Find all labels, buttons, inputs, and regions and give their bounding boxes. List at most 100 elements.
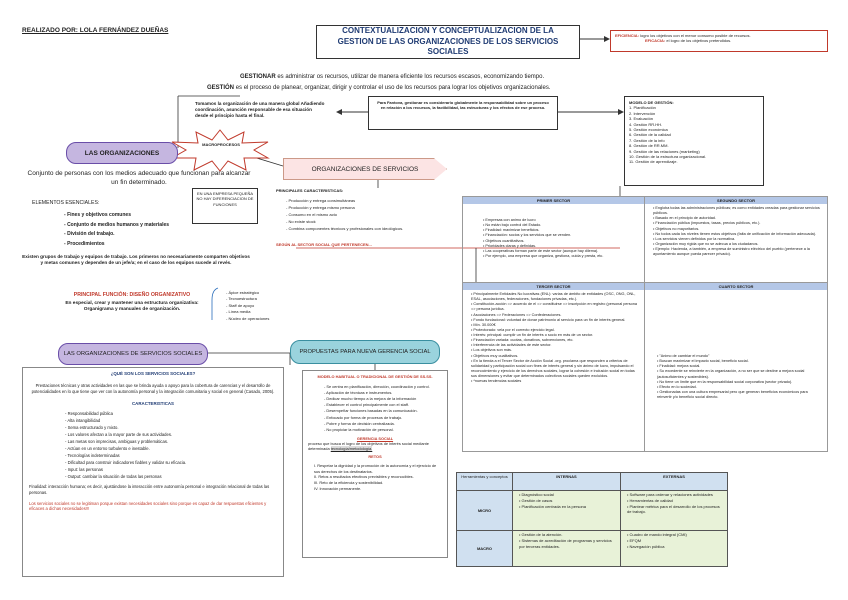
list-item: 9. Gestión de las relaciones (marketing) xyxy=(629,148,700,154)
list-item: Mín. 30.000€ xyxy=(471,323,640,328)
author: REALIZADO POR: LOLA FERNÁNDEZ DUEÑAS xyxy=(22,27,169,34)
segundo-sector-cell: SEGUNDO SECTOR Engloba todas las adminis… xyxy=(645,197,827,283)
internas-header: INTERNAS xyxy=(512,472,621,491)
fantova-box: Para Fantova, gestionar es considerarlo … xyxy=(368,96,558,130)
segundo-sector-list: Engloba todas las administraciones públi… xyxy=(645,204,827,257)
list-item: Gestión de la atención. xyxy=(519,532,618,538)
list-item: Herramientas de calidad xyxy=(627,498,725,504)
eficacia-label: EFICACIA: xyxy=(645,38,666,44)
las-organizaciones-pill: LAS ORGANIZACIONES xyxy=(66,142,178,164)
list-item: Se centra en planificación, dirección, c… xyxy=(324,384,442,390)
list-item: Por ejemplo, una empresa que organiza, g… xyxy=(483,254,640,259)
list-item: Desempeñar funciones basadas en la comun… xyxy=(324,408,442,414)
conjunto-text: Conjunto de personas con los medios adec… xyxy=(27,170,251,186)
list-item: Interés: principal: cumplir un fin de in… xyxy=(471,333,640,338)
list-item: No tiene un límite que en la responsabil… xyxy=(657,380,823,385)
modelo-tradicional-box: MODELO HABITUAL O TRADICIONAL DE GESTIÓN… xyxy=(302,370,448,558)
list-item: Núcleo de operaciones xyxy=(226,316,269,322)
macro-externas-list: Cuadro de mando integral (CMI)EFQMNavega… xyxy=(623,532,725,549)
org-servicios-sociales-pill: LAS ORGANIZACIONES DE SERVICIOS SOCIALES xyxy=(58,343,208,365)
list-item: No todos cada los niveles tienen estos o… xyxy=(653,232,823,237)
list-item: Engloba todas las administraciones públi… xyxy=(653,206,823,216)
list-item: Buscan maximizar el impacto social, bene… xyxy=(657,359,823,364)
arrow-right-icon xyxy=(580,36,610,42)
list-item: Pobre y forma de decisión centralizada. xyxy=(324,421,442,427)
primer-sector-list: Empresas con animo de lucroNo están bajo… xyxy=(463,204,644,259)
list-item: Organización muy rígida que no se adecua… xyxy=(653,242,823,247)
list-item: Sema estructurado y mixto. xyxy=(65,425,277,432)
list-item: Alta intangibilidad xyxy=(65,418,277,425)
gerencia-text: proceso que busca el logro de los objeti… xyxy=(308,440,429,452)
list-item: Los valores afectan a la mayor parte de … xyxy=(65,432,277,439)
list-item: Producción y entrega mismo persona xyxy=(286,204,476,211)
tercer-sector-cell: TERCER SECTOR Principalmente Entidades N… xyxy=(463,283,645,451)
cuarto-sector-list: "Animo de cambiar el mundo"Buscan maximi… xyxy=(645,290,827,400)
list-item: Producción y entrega consimultáneas xyxy=(286,197,476,204)
gestionar-line: GESTIONAR es administrar os recursos, ut… xyxy=(240,74,660,80)
list-item: 3. Evaluación xyxy=(629,116,654,122)
apice-list: Ápice estratégicoTecnoestructuraStaff de… xyxy=(226,290,269,322)
gestionar-text: es administrar os recursos, utilizar de … xyxy=(277,74,545,80)
list-item: Constitución-acción => acuerdo de el => … xyxy=(471,302,640,312)
macro-label: MACRO xyxy=(456,530,513,567)
micro-label: MICRO xyxy=(456,490,513,531)
funcion-section: PRINCIPAL FUNCIÓN: DISEÑO ORGANIZATIVO E… xyxy=(52,292,212,314)
list-item: III. Reto de la eficiencia y sostenibili… xyxy=(314,480,384,486)
caracteristicas-list: Responsabilidad públicaAlta intangibilid… xyxy=(29,411,277,480)
list-item: Cuadro de mando integral (CMI) xyxy=(627,532,725,538)
list-item: Fines y objetivos comunes xyxy=(64,211,192,221)
macro-internas-list: Gestión de la atención.Sistemas de acred… xyxy=(515,532,618,549)
list-item: 5. Gestión económica xyxy=(629,126,668,132)
apice-section: Ápice estratégicoTecnoestructuraStaff de… xyxy=(226,290,269,322)
list-item: En la tienda a el Tercer Sector de Acció… xyxy=(471,359,640,380)
list-item: Actúan en un entorno turbulento e inesta… xyxy=(65,446,277,453)
gestion-label: GESTIÓN xyxy=(207,85,235,91)
tomamos-text: Tomamos la organización de una manera gl… xyxy=(195,101,325,119)
list-item: Sistemas de acreditación de programas y … xyxy=(519,538,618,550)
primer-sector-title: PRIMER SECTOR xyxy=(463,197,644,204)
list-item: 2. Intervención xyxy=(629,110,656,116)
micro-internas-list: Diagnóstico socialGestión de casosPlanif… xyxy=(515,492,618,509)
modelo-tradicional-list: Se centra en planificación, dirección, c… xyxy=(308,384,442,432)
macroprocesos-starburst xyxy=(170,129,270,172)
list-item: Financiación variada: cuotas, donativos,… xyxy=(471,338,640,343)
list-item: 8. Gestión de RR.MM. xyxy=(629,143,669,149)
list-item: 7. Gestión de la info xyxy=(629,137,665,143)
list-item: Procedimientos xyxy=(64,240,192,250)
funcion-title: PRINCIPAL FUNCIÓN: DISEÑO ORGANIZATIVO xyxy=(73,292,191,298)
finalidad-text: Finalidad: interacción humana; es decir,… xyxy=(29,484,270,496)
page-title: CONTEXTUALIZACION Y CONCEPTUALIZACION DE… xyxy=(337,25,559,57)
que-son-box: ¿QUÉ SON LOS SERVICIOS SOCIALES? Prestac… xyxy=(22,367,284,577)
segundo-sector-title: SEGUNDO SECTOR xyxy=(645,197,827,204)
list-item: Establecer el control principalmente con… xyxy=(324,402,442,408)
list-item: *nuevas tendencias sociales xyxy=(471,379,640,384)
list-item: Input: las personas xyxy=(65,467,277,474)
list-item: 10. Gestión de la estructura organizacio… xyxy=(629,153,707,159)
gerencia-title: GERENCIA SOCIAL xyxy=(356,435,394,441)
list-item: Navegación pública xyxy=(627,544,725,550)
list-item: Fondo fundacional: voluntad de donar pat… xyxy=(471,318,640,323)
list-item: 1. Planificación xyxy=(629,105,656,111)
org-servicios-banner: ORGANIZACIONES DE SERVICIOS xyxy=(283,158,447,180)
gestion-text: es el proceso de planear, organizar, dir… xyxy=(235,85,551,91)
list-item: Gestión de casos xyxy=(519,498,618,504)
principales-list: Producción y entrega consimultáneasProdu… xyxy=(276,197,476,232)
list-item: Línea media xyxy=(226,309,269,315)
list-item: Protectorado: vela por el correcto ejerc… xyxy=(471,328,640,333)
list-item: Objetivos cuantitativos. xyxy=(483,239,640,244)
list-item: Responsabilidad pública xyxy=(65,411,277,418)
eficiencia-text: logro los objetivos con el menor consumo… xyxy=(640,33,751,38)
list-item: No propiciar la motivación de personal. xyxy=(324,427,442,433)
externas-header: EXTERNAS xyxy=(620,472,728,491)
gerencia-highlight: tecnología/metodología. xyxy=(330,446,373,452)
list-item: Objetivos no mayoritarios. xyxy=(653,227,823,232)
caracteristicas-title: CARACTERISTICAS xyxy=(132,401,174,407)
principales-title: PRINCIPALES CARACTERISTICAS: xyxy=(276,188,344,193)
eficiencia-box: EFICIENCIA: logro los objetivos con el m… xyxy=(610,30,828,52)
list-item: Planificación centrada en la persona xyxy=(519,504,618,510)
tercer-sector-list: Principalmente Entidades No lucrativas (… xyxy=(463,290,644,384)
list-item: Software para ordenar y relaciones activ… xyxy=(627,492,725,498)
cuarto-sector-cell: CUARTO SECTOR "Animo de cambiar el mundo… xyxy=(645,283,827,451)
funcion-text: En especial, crear y mantener una estruc… xyxy=(65,301,199,313)
